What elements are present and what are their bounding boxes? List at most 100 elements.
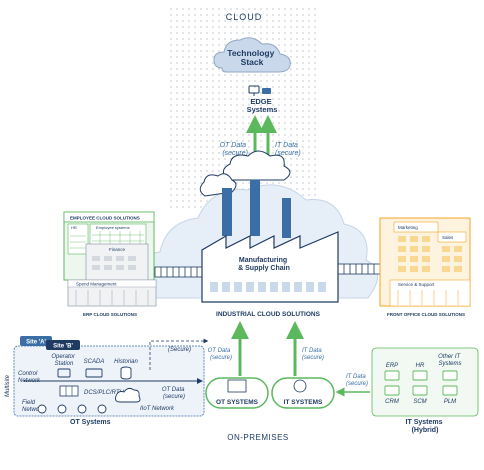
front-office-caption: FRONT OFFICE CLOUD SOLUTIONS [387,312,465,317]
site-a-label: Site 'A' [26,340,46,346]
operator-station-line2: Station [55,361,74,367]
historian-label: Historian [114,359,138,365]
scada-label: SCADA [84,359,105,365]
it-data-up-line2: (secure) [275,150,301,157]
hr-icon [412,370,428,381]
left-connector-bar [154,266,204,278]
it-data-left-line1: IT Data [346,374,366,380]
marketing-label: Marketing [398,225,418,230]
control-network-line1: Control [18,371,38,377]
other-it-icon [442,370,458,381]
it-systems-hybrid-title: IT Systems (Hybrid) [406,419,445,434]
control-network-label: Control Network [18,371,41,384]
industrial-cloud-caption: INDUSTRIAL CLOUD SOLUTIONS [216,311,321,318]
it-data-up-line1: IT Data [275,142,298,149]
ot-data-center-line2: (secure) [210,355,232,361]
ot-systems-icon [227,379,247,393]
control-network-line2: Network [18,378,41,384]
factory-building [199,150,339,303]
it-data-left-line2: (secure) [346,381,368,387]
operator-station-icon [57,368,71,378]
edge-systems-line1: EDGE [250,97,271,106]
site-b-label: Site 'B' [53,344,73,350]
other-it-line2: Systems [438,361,461,367]
it-data-left-label: IT Data (secure) [346,374,368,387]
dcs-icon [59,385,79,397]
it-systems-icon [293,379,307,393]
ot-systems-group-label: OT Systems [70,419,111,426]
field-device-icons [37,404,107,414]
employee-systems: Employee systems [96,225,130,230]
ot-data-secure-label: OT Data (secure) [162,387,186,400]
it-data-up-label: IT Data (secure) [275,142,301,157]
plm-icon [442,385,458,396]
spend-management-label: Spend Management [76,282,117,287]
edge-systems-line2: Systems [247,105,278,114]
sales-label: Sales [442,235,454,240]
technology-stack-line1: Technology [227,48,274,58]
it-systems-pill-label: IT SYSTEMS [284,399,323,406]
erp-icon [384,370,400,381]
multisite-label: Multisite [5,374,11,397]
secure-dashed-arrow [149,338,209,370]
iiot-network-label: IIoT Network [140,406,175,412]
site-a-tab [20,336,52,346]
dcs-label: DCS/PLC/RTU [84,390,125,396]
other-it-label: Other IT Systems [438,354,462,367]
it-systems-hybrid-panel: ERP HR Other IT Systems CRM SCM PLM [371,347,479,417]
employee-hr: HR [71,225,77,230]
operator-station-label: Operator Station [51,354,76,367]
it-data-center-line1: IT Data [302,348,322,354]
crm-icon [384,385,400,396]
scm-label: SCM [413,399,426,405]
spend-management-building: Spend Management [67,279,157,307]
it-data-center-line2: (secure) [302,355,324,361]
field-network-line1: Field [22,400,36,406]
historian-icon [120,366,132,380]
ot-data-up-label: OT Data (secure) [220,142,248,157]
erp-cloud-caption: ERP CLOUD SOLUTIONS [83,312,137,317]
site-b-tab [46,340,80,350]
ot-data-center-label: OT Data (secure) [208,348,232,361]
ot-data-center-line1: OT Data [208,348,231,354]
on-premises-title: ON-PREMISES [227,433,289,442]
ot-systems-node: OT SYSTEMS [205,377,269,409]
factory-label-line1: Manufacturing [239,257,287,264]
it-systems-title-line2: (Hybrid) [412,427,439,434]
employee-header: EMPLOYEE CLOUD SOLUTIONS [70,216,140,221]
technology-stack-cloud: Technology Stack [213,37,291,73]
it-systems-node: IT SYSTEMS [271,377,335,409]
field-network-line2: Network [22,407,45,413]
operator-station-line1: Operator [51,354,76,360]
field-network-label: Field Network [22,400,45,413]
it-data-center-label: IT Data (secure) [302,348,324,361]
edge-systems-label: EDGE Systems [247,97,278,114]
ot-data-up-line1: OT Data [220,142,247,149]
scada-icon [85,368,103,378]
finance-label: Finance [109,247,126,252]
scm-icon [412,385,428,396]
ot-data-secure-line1: OT Data [162,387,185,393]
other-it-line1: Other IT [438,354,461,360]
plm-label: PLM [444,399,456,405]
ot-data-up-line2: (secure) [222,150,248,157]
right-connector-bar [337,263,387,275]
hr-label: HR [416,363,425,369]
technology-stack-label: Technology Stack [227,48,276,67]
cloud-title: CLOUD [226,12,263,22]
secure-top-label: (Secure) [168,347,191,353]
edge-systems-icon [248,85,271,96]
it-systems-title-line1: IT Systems [406,419,443,426]
erp-label: ERP [386,363,398,369]
factory-label-line2: & Supply Chain [238,265,290,272]
factory-label: Manufacturing & Supply Chain [238,257,290,272]
ot-data-secure-line2: (secure) [163,394,185,400]
finance-building: Finance [85,243,149,285]
crm-label: CRM [385,399,399,405]
ot-systems-pill-label: OT SYSTEMS [216,399,259,406]
front-office-building: Marketing Sales Service & Support [379,217,471,307]
iiot-cloud-icon [115,387,141,403]
service-support-label: Service & Support [398,282,435,287]
